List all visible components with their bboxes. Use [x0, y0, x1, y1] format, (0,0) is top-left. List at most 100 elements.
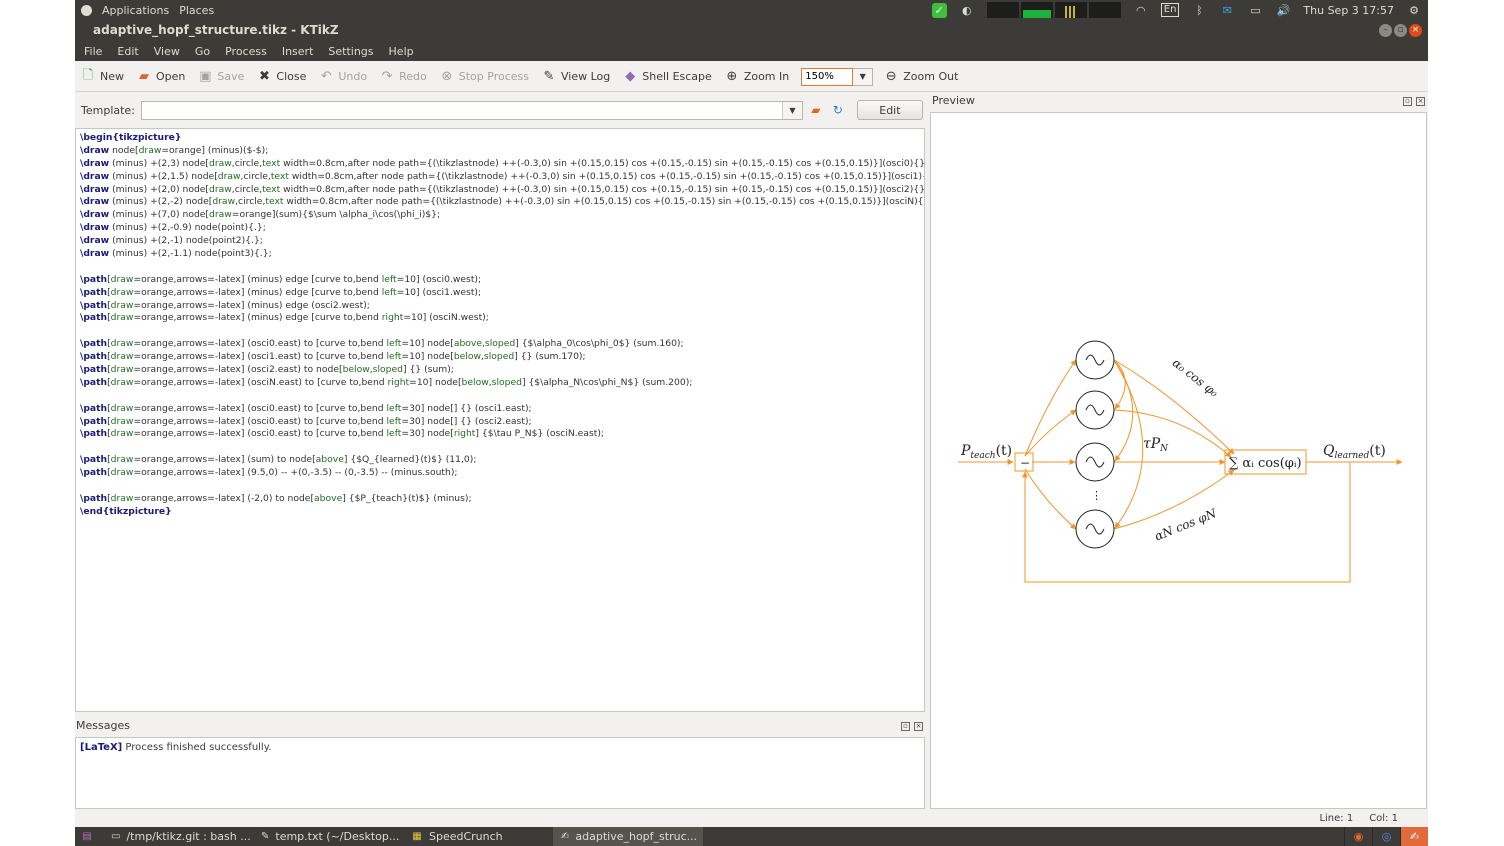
battery-icon[interactable]: ▭	[1247, 3, 1263, 17]
bottom-taskbar: ▤ ▭ /tmp/ktikz.git : bash ... ✎ temp.txt…	[75, 827, 1428, 846]
sine-wave-icon	[1086, 524, 1104, 534]
zoom-in-button[interactable]: ⊕ Zoom In	[724, 69, 789, 85]
calculator-icon: ▦	[411, 831, 423, 843]
top-panel: Applications Places ✓ ◐ ◠ En ᛒ ✉ ▭ 🔊 Thu…	[75, 0, 1428, 20]
task-ktikz[interactable]: ✍ adaptive_hopf_struc...	[553, 827, 703, 846]
message-text: Process finished successfully.	[122, 742, 271, 753]
ubuntu-logo-icon[interactable]	[81, 5, 92, 16]
menu-file[interactable]: File	[84, 45, 102, 58]
undo-icon: ↶	[318, 69, 334, 85]
messages-dock-header: Messages ▫ ×	[75, 719, 925, 735]
template-combobox[interactable]: ▼	[141, 101, 803, 120]
wifi-icon[interactable]: ◠	[1133, 3, 1149, 17]
cpu-graph	[987, 2, 1019, 18]
stop-icon: ⊗	[439, 69, 455, 85]
new-button[interactable]: 🗋 New	[80, 69, 124, 85]
clock[interactable]: Thu Sep 3 17:57	[1303, 4, 1394, 17]
sine-wave-icon	[1086, 355, 1104, 365]
tikz-diagram: − Pteach(t) Qlearned(t) ∑ αᵢ cos(φᵢ) α₀ …	[931, 113, 1427, 809]
edit-template-button[interactable]: Edit	[857, 100, 923, 120]
menu-insert[interactable]: Insert	[282, 45, 314, 58]
reload-icon[interactable]: ↻	[829, 101, 847, 119]
code-line: \draw (minus) +(2,1.5) node[draw,circle,…	[80, 171, 920, 184]
zoom-in-icon: ⊕	[724, 69, 740, 85]
save-icon: ▣	[197, 69, 213, 85]
zoom-combobox[interactable]: ▼	[801, 68, 873, 86]
places-menu[interactable]: Places	[179, 4, 214, 17]
view-log-button[interactable]: ✎ View Log	[541, 69, 610, 85]
code-line: \draw (minus) +(2,-1.1) node(point3){.};	[80, 248, 920, 261]
code-line: \path[draw=orange,arrows=-latex] (sum) t…	[80, 454, 920, 467]
terminal-icon: ▭	[111, 831, 120, 843]
browse-folder-icon[interactable]: ▰	[807, 101, 825, 119]
pidgin-icon[interactable]: ◐	[959, 3, 975, 17]
menu-process[interactable]: Process	[225, 45, 267, 58]
settings-gear-icon[interactable]: ⚙	[1406, 3, 1422, 17]
keyboard-layout[interactable]: En	[1161, 3, 1180, 17]
menu-edit[interactable]: Edit	[117, 45, 138, 58]
zoom-out-button[interactable]: ⊖ Zoom Out	[883, 69, 958, 85]
update-check-icon[interactable]: ✓	[932, 3, 947, 18]
chevron-down-icon[interactable]: ▼	[853, 68, 873, 86]
save-button[interactable]: ▣ Save	[197, 69, 244, 85]
system-monitor[interactable]	[987, 2, 1121, 18]
edge-osci1-sum	[1114, 410, 1231, 457]
shell-escape-button[interactable]: ◆ Shell Escape	[622, 69, 712, 85]
tikz-code-editor[interactable]: \begin{tikzpicture}\draw node[draw=orang…	[75, 128, 925, 712]
window-title: adaptive_hopf_structure.tikz - KTikZ	[93, 23, 339, 37]
log-icon: ✎	[541, 69, 557, 85]
code-line: \draw (minus) +(2,3) node[draw,circle,te…	[80, 158, 920, 171]
minimize-icon[interactable]: –	[1379, 24, 1392, 37]
code-line: \path[draw=orange,arrows=-latex] (minus)…	[80, 287, 920, 300]
preview-dock-header: Preview ▫ ×	[930, 94, 1427, 110]
code-line: \draw (minus) +(2,-1) node(point2){.};	[80, 235, 920, 248]
float-dock-icon[interactable]: ▫	[901, 722, 910, 731]
volume-icon[interactable]: 🔊	[1275, 3, 1291, 17]
bluetooth-icon[interactable]: ᛒ	[1191, 3, 1207, 17]
chevron-down-icon[interactable]: ▼	[782, 102, 802, 119]
menu-settings[interactable]: Settings	[328, 45, 373, 58]
messages-title: Messages	[76, 719, 130, 732]
desktop-screen: Applications Places ✓ ◐ ◠ En ᛒ ✉ ▭ 🔊 Thu…	[75, 0, 1428, 846]
sine-wave-icon	[1086, 405, 1104, 415]
text-editor-icon: ✎	[261, 831, 269, 843]
close-window-icon[interactable]: ×	[1409, 24, 1422, 37]
splitter-handle[interactable]	[75, 712, 925, 717]
code-line: \path[draw=orange,arrows=-latex] (-2,0) …	[80, 493, 920, 506]
edge-osci0-osciN	[1114, 360, 1143, 528]
chrome-icon[interactable]: ◎	[1372, 827, 1400, 846]
zoom-input[interactable]	[801, 68, 853, 86]
ellipsis-dots: ⋮	[1091, 489, 1102, 502]
menu-help[interactable]: Help	[389, 45, 414, 58]
window-titlebar[interactable]: adaptive_hopf_structure.tikz - KTikZ – ▫…	[75, 20, 1428, 42]
menu-view[interactable]: View	[154, 45, 180, 58]
message-tag: [LaTeX]	[80, 742, 122, 753]
close-dock-icon[interactable]: ×	[1416, 97, 1425, 106]
task-speedcrunch[interactable]: ▦ SpeedCrunch	[403, 827, 553, 846]
folder-open-icon: ▰	[136, 69, 152, 85]
code-line: \draw (minus) +(2,-2) node[draw,circle,t…	[80, 196, 920, 209]
code-line: \path[draw=orange,arrows=-latex] (osci0.…	[80, 403, 920, 416]
undo-button[interactable]: ↶ Undo	[318, 69, 367, 85]
task-terminal[interactable]: ▭ /tmp/ktikz.git : bash ...	[103, 827, 253, 846]
code-line: \draw (minus) +(2,0) node[draw,circle,te…	[80, 184, 920, 197]
mail-icon[interactable]: ✉	[1219, 3, 1235, 17]
task-text-editor[interactable]: ✎ temp.txt (~/Desktop...	[253, 827, 403, 846]
preview-panel[interactable]: − Pteach(t) Qlearned(t) ∑ αᵢ cos(φᵢ) α₀ …	[930, 112, 1427, 809]
edge-osci0-osci1	[1114, 360, 1125, 409]
stop-process-button[interactable]: ⊗ Stop Process	[439, 69, 529, 85]
ktikz-launcher-icon[interactable]: ✍	[1400, 827, 1428, 846]
sine-wave-icon	[1086, 457, 1104, 467]
float-dock-icon[interactable]: ▫	[1403, 97, 1412, 106]
redo-button[interactable]: ↷ Redo	[379, 69, 427, 85]
menu-go[interactable]: Go	[195, 45, 210, 58]
open-button[interactable]: ▰ Open	[136, 69, 185, 85]
show-desktop-button[interactable]: ▤	[75, 827, 103, 846]
close-button[interactable]: ✖ Close	[256, 69, 306, 85]
code-line: \path[draw=orange,arrows=-latex] (osci0.…	[80, 338, 920, 351]
code-line	[80, 441, 920, 454]
applications-menu[interactable]: Applications	[102, 4, 169, 17]
firefox-icon[interactable]: ◉	[1344, 827, 1372, 846]
close-dock-icon[interactable]: ×	[914, 722, 923, 731]
maximize-icon[interactable]: ▫	[1394, 24, 1407, 37]
